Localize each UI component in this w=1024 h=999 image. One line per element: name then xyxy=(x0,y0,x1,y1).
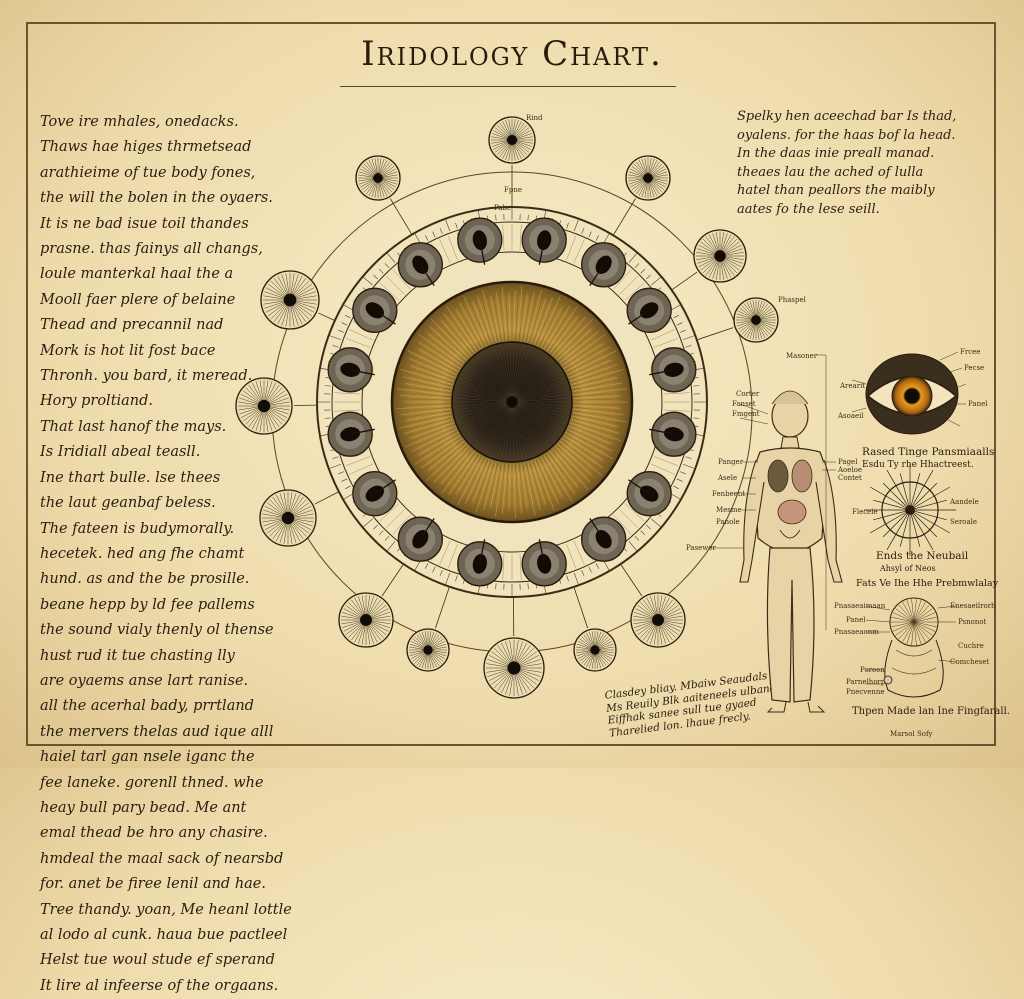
sun-label-2: Seroale xyxy=(950,518,977,526)
low-caption: Fats Ve Ihe Hhe Prebmwlalay xyxy=(856,578,998,589)
label-right-2: Aoeloe xyxy=(838,466,862,474)
label-right-3: Contet xyxy=(838,474,862,482)
small-label-0: Rind xyxy=(526,114,543,122)
disc-center xyxy=(751,315,761,325)
bulb-ray xyxy=(893,622,914,631)
left-note-line: hmdeal the maal sack of nearsbd xyxy=(40,847,292,872)
disc-connector xyxy=(390,199,411,234)
eye-label-0: Arearit xyxy=(840,382,865,390)
eye-illustration xyxy=(852,352,966,434)
left-note-line: for. anet be firee lenil and hae. xyxy=(40,872,292,897)
left-note-line: emal thead be hro any chasire. xyxy=(40,821,292,846)
label-cortex-3: Fmgent xyxy=(732,410,759,418)
bulb-label-0: Pnasaeaimaan xyxy=(834,602,885,610)
eye-caption-1: Rased Tinge Pansmiaalls xyxy=(862,446,994,458)
disc-center xyxy=(258,400,270,412)
bulb-label-3: Enesaeilrorh xyxy=(950,602,996,610)
left-note-line: heay bull pary bead. Me ant xyxy=(40,796,292,821)
left-note-line: Tree thandy. yoan, Me heanl lottle xyxy=(40,898,292,923)
disc-center xyxy=(507,135,517,145)
bulb-label-6: Poreen xyxy=(860,666,885,674)
disc-center xyxy=(373,173,383,183)
left-note-line: It lire al infeerse of the orgaans. xyxy=(40,974,292,999)
disc-center xyxy=(284,294,297,307)
bulb-label-4: Psnonot xyxy=(958,618,986,626)
disc-connector xyxy=(382,565,403,596)
label-left-2: Asele xyxy=(718,474,737,482)
label-left-5: Panole xyxy=(716,518,740,526)
eye-label-2: Frcee xyxy=(960,348,980,356)
label-left-4: Mesme xyxy=(716,506,742,514)
small-label-2: Pabe xyxy=(494,204,511,212)
disc-connector xyxy=(574,588,587,628)
bulb-label-8: Pnecvenne xyxy=(846,688,885,696)
disc-connector xyxy=(672,272,697,289)
label-top-small: Phaspel xyxy=(778,296,806,304)
eye-label-4: Panel xyxy=(968,400,987,408)
label-cortex-2: Fanset xyxy=(732,400,756,408)
disc-connector xyxy=(315,492,338,504)
bulb-ray xyxy=(893,613,914,622)
label-cortex-1: Corter xyxy=(736,390,759,398)
label-right-1: Pagel xyxy=(838,458,857,466)
eye-label-1: Asoaeil xyxy=(838,412,864,420)
disc-center xyxy=(714,250,725,261)
illustration-layer xyxy=(0,0,1024,768)
foot-caption: Thpen Made lan Ine Fingfarall. xyxy=(852,706,1010,717)
mid-caption-2: Ahsyl of Neos xyxy=(880,564,936,573)
disc-connector xyxy=(614,199,636,235)
label-bottom-signature: Marsol Sofy xyxy=(890,730,933,738)
sun-label-1: Aandele xyxy=(950,498,979,506)
sun-label-0: Fleceie xyxy=(852,508,878,516)
central-iris xyxy=(392,282,632,522)
label-left-low: Pasewer xyxy=(686,544,716,552)
left-note-line: al lodo al cunk. haua bue pactleel xyxy=(40,923,292,948)
bulb-ray xyxy=(914,613,935,622)
disc-center xyxy=(652,614,664,626)
disc-center xyxy=(643,173,653,183)
bulb-label-5: Comcheset xyxy=(950,658,989,666)
eye-label-3: Pecse xyxy=(964,364,984,372)
bulb-label-2: Pnasaeaonm xyxy=(834,628,879,636)
disc-center xyxy=(590,645,599,654)
small-label-1: Fpne xyxy=(504,186,522,194)
left-note-line: fee laneke. gorenll thned. whe xyxy=(40,771,292,796)
left-note-line: Helst tue woul stude ef sperand xyxy=(40,948,292,973)
label-left-1: Panger xyxy=(718,458,743,466)
anatomy-figure xyxy=(710,355,842,712)
sunburst-diagram xyxy=(864,464,956,556)
disc-center xyxy=(423,645,432,654)
disc-connector xyxy=(621,565,642,596)
label-head-top: Masoner xyxy=(786,352,817,360)
mid-caption-1: Ends the Neubail xyxy=(876,550,968,562)
bulb-label-7: Parnelhorp xyxy=(846,678,885,686)
disc-connector xyxy=(318,313,334,320)
label-left-3: Fenbeent xyxy=(712,490,745,498)
disc-connector xyxy=(435,588,449,629)
bulb-ray xyxy=(914,622,935,631)
bulb-label-9: Cuchre xyxy=(958,642,984,650)
bulb-label-1: Panel xyxy=(846,616,865,624)
disc-center xyxy=(360,614,372,626)
disc-center xyxy=(507,661,520,674)
disc-connector xyxy=(698,328,733,340)
disc-center xyxy=(282,512,294,524)
eye-caption-2: Esdu Ty rhe Hhactreest. xyxy=(862,460,974,470)
